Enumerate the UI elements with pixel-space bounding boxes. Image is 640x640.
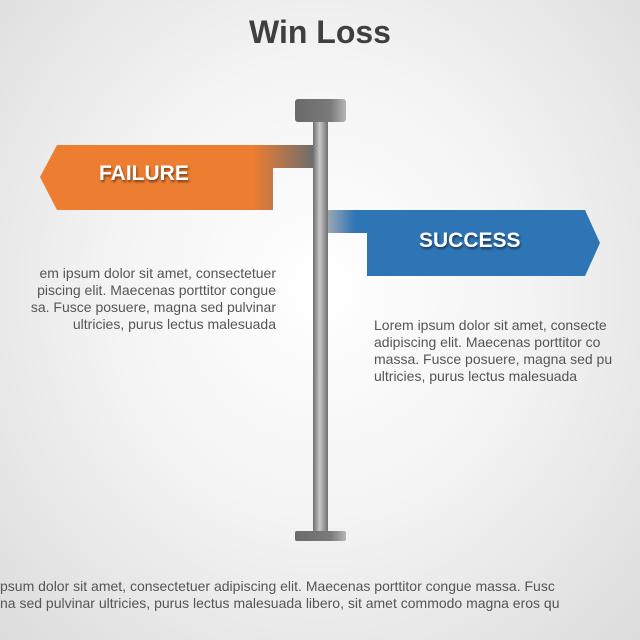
success-description: Lorem ipsum dolor sit amet, consecte adi…	[374, 317, 612, 385]
text-line: psum dolor sit amet, consectetuer adipis…	[0, 578, 555, 594]
text-line: sa. Fusce posuere, magna sed pulvinar	[30, 299, 276, 315]
text-line: Lorem ipsum dolor sit amet, consecte	[374, 317, 607, 333]
success-label: SUCCESS	[419, 229, 521, 252]
text-line: piscing elit. Maecenas porttitor congue	[37, 282, 276, 298]
text-line: massa. Fusce posuere, magna sed pu	[374, 351, 613, 367]
text-line: ultricies, purus lectus malesuada	[374, 368, 578, 384]
pole	[313, 120, 328, 534]
success-arrow-sign	[328, 210, 600, 276]
failure-description: em ipsum dolor sit amet, consectetuer pi…	[31, 265, 276, 333]
pole-base	[295, 531, 346, 541]
text-line: na sed pulvinar ultricies, purus lectus …	[0, 595, 560, 611]
footer-description: psum dolor sit amet, consectetuer adipis…	[0, 578, 560, 612]
text-line: ultricies, purus lectus malesuada	[72, 316, 276, 332]
text-line: adipiscing elit. Maecenas porttitor co	[374, 334, 601, 350]
failure-label: FAILURE	[99, 162, 189, 185]
pole-cap	[295, 99, 346, 122]
text-line: em ipsum dolor sit amet, consectetuer	[39, 265, 276, 281]
page-title: Win Loss	[249, 14, 391, 50]
failure-arrow-sign	[40, 145, 313, 210]
